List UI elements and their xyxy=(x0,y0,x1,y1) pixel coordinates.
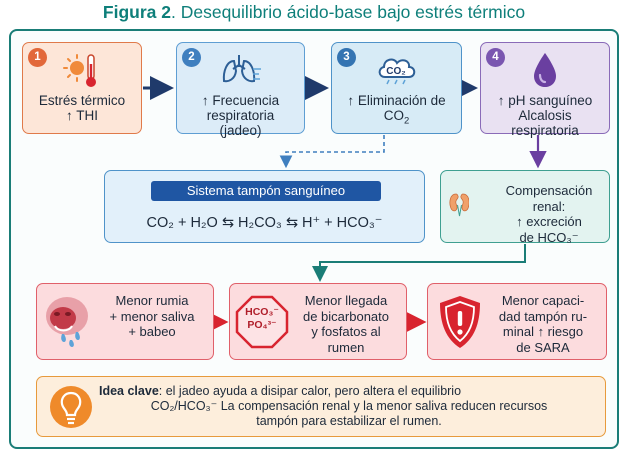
arrow-renal-effects xyxy=(312,244,526,282)
drop-icon xyxy=(534,53,556,87)
arrow-3-buffer xyxy=(279,135,385,169)
ion-octagon-icon xyxy=(235,295,289,349)
step-blood-ph: 4 ↑ pH sanguíneo Alcalosis respiratoria xyxy=(480,42,610,138)
step-number: 2 xyxy=(182,48,201,67)
lightbulb-icon xyxy=(50,386,92,428)
figure-title: Figura 2. Desequilibrio ácido-base bajo … xyxy=(102,2,526,22)
step-number: 4 xyxy=(486,48,505,67)
key-idea-text: Idea clave: el jadeo ayuda a disipar cal… xyxy=(99,384,548,428)
step-heat-stress: 1 Estrés térmico ↑ THI xyxy=(22,42,142,134)
buffer-title: Sistema tampón sanguíneo xyxy=(151,181,381,201)
cow-saliva-icon xyxy=(46,297,88,347)
key-idea-box: Idea clave: el jadeo ayuda a disipar cal… xyxy=(36,376,606,437)
effect-less-bicarbonate: HCO₃⁻ PO₄³⁻ Menor llegada de bicarbonato… xyxy=(229,283,407,360)
step-number: 1 xyxy=(28,48,47,67)
svg-text:CO₂: CO₂ xyxy=(386,66,405,77)
thermometer-sun-icon xyxy=(63,54,96,87)
step-co2-elimination: 3 CO₂ ↑ Eliminación de CO2 xyxy=(331,42,462,134)
step-respiratory-rate: 2 ↑ Frecuencia respiratoria (jadeo) xyxy=(176,42,305,138)
renal-compensation: Compensación renal: ↑ excreción de HCO₃⁻ xyxy=(440,170,610,245)
lungs-icon xyxy=(222,55,261,83)
effect-less-rumination: Menor rumia + menor saliva + babeo xyxy=(36,283,214,360)
ion-labels: HCO₃⁻ PO₄³⁻ xyxy=(245,306,279,331)
co2-cloud-icon: CO₂ xyxy=(378,58,415,85)
effect-lower-buffer-capacity: Menor capaci- dad tampón ru- minal ↑ rie… xyxy=(427,283,607,360)
shield-alert-icon xyxy=(440,296,480,348)
blood-buffer-system: Sistema tampón sanguíneo CO₂ + H₂O ⇆ H₂C… xyxy=(104,170,425,243)
buffer-equation: CO₂ + H₂O ⇆ H₂CO₃ ⇆ H⁺ + HCO₃⁻ xyxy=(146,215,383,231)
kidneys-icon xyxy=(449,193,469,217)
step-number: 3 xyxy=(337,48,356,67)
